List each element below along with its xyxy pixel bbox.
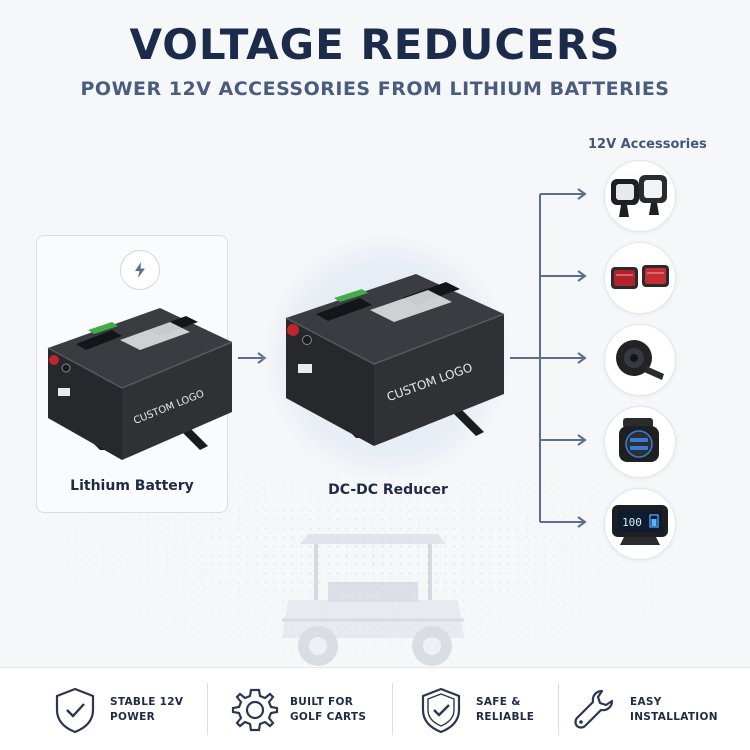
feature-label: SAFE & RELIABLE: [476, 695, 535, 723]
accessory-connector-lines: [510, 188, 590, 532]
digital-meter-icon: 100: [612, 505, 668, 545]
features-bar: STABLE 12V POWER BUILT FOR GOLF CARTS SA…: [0, 667, 750, 750]
feature-label: EASY INSTALLATION: [630, 695, 718, 723]
feature-safe-reliable: SAFE & RELIABLE: [416, 668, 566, 750]
meter-readout: 100: [622, 516, 642, 529]
wrench-icon: [570, 685, 620, 735]
usb-charger-icon: [619, 418, 659, 462]
feature-label: BUILT FOR GOLF CARTS: [290, 695, 367, 723]
feature-stable-power: STABLE 12V POWER: [50, 668, 200, 750]
feature-easy-installation: EASY INSTALLATION: [570, 668, 720, 750]
feature-golf-carts: BUILT FOR GOLF CARTS: [230, 668, 380, 750]
lithium-battery-image: CUSTOM LOGO: [40, 300, 236, 465]
dc-dc-reducer-image: CUSTOM LOGO: [276, 268, 508, 453]
horn-icon: [616, 340, 664, 380]
lightning-bolt-icon: [120, 250, 160, 290]
accessory-tail-lights: [604, 242, 676, 314]
feature-divider: [558, 683, 559, 735]
feature-label: STABLE 12V POWER: [110, 695, 184, 723]
accessory-digital-meter: 100: [604, 488, 676, 560]
accessory-usb-charger: [604, 406, 676, 478]
work-lights-icon: [611, 175, 667, 217]
accessories-heading: 12V Accessories: [588, 137, 707, 152]
lithium-battery-label: Lithium Battery: [70, 478, 194, 494]
page-subtitle: POWER 12V ACCESSORIES FROM LITHIUM BATTE…: [80, 78, 670, 100]
golf-cart-image: [268, 530, 478, 674]
dc-dc-reducer-label: DC-DC Reducer: [328, 482, 448, 498]
page-title: VOLTAGE REDUCERS: [129, 20, 621, 69]
feature-divider: [207, 683, 208, 735]
gear-icon: [230, 685, 280, 735]
shield-check-icon: [50, 685, 100, 735]
accessory-horn: [604, 324, 676, 396]
accessory-work-lights: [604, 160, 676, 232]
feature-divider: [392, 683, 393, 735]
tail-lights-icon: [611, 265, 669, 289]
shield-check-icon: [416, 685, 466, 735]
